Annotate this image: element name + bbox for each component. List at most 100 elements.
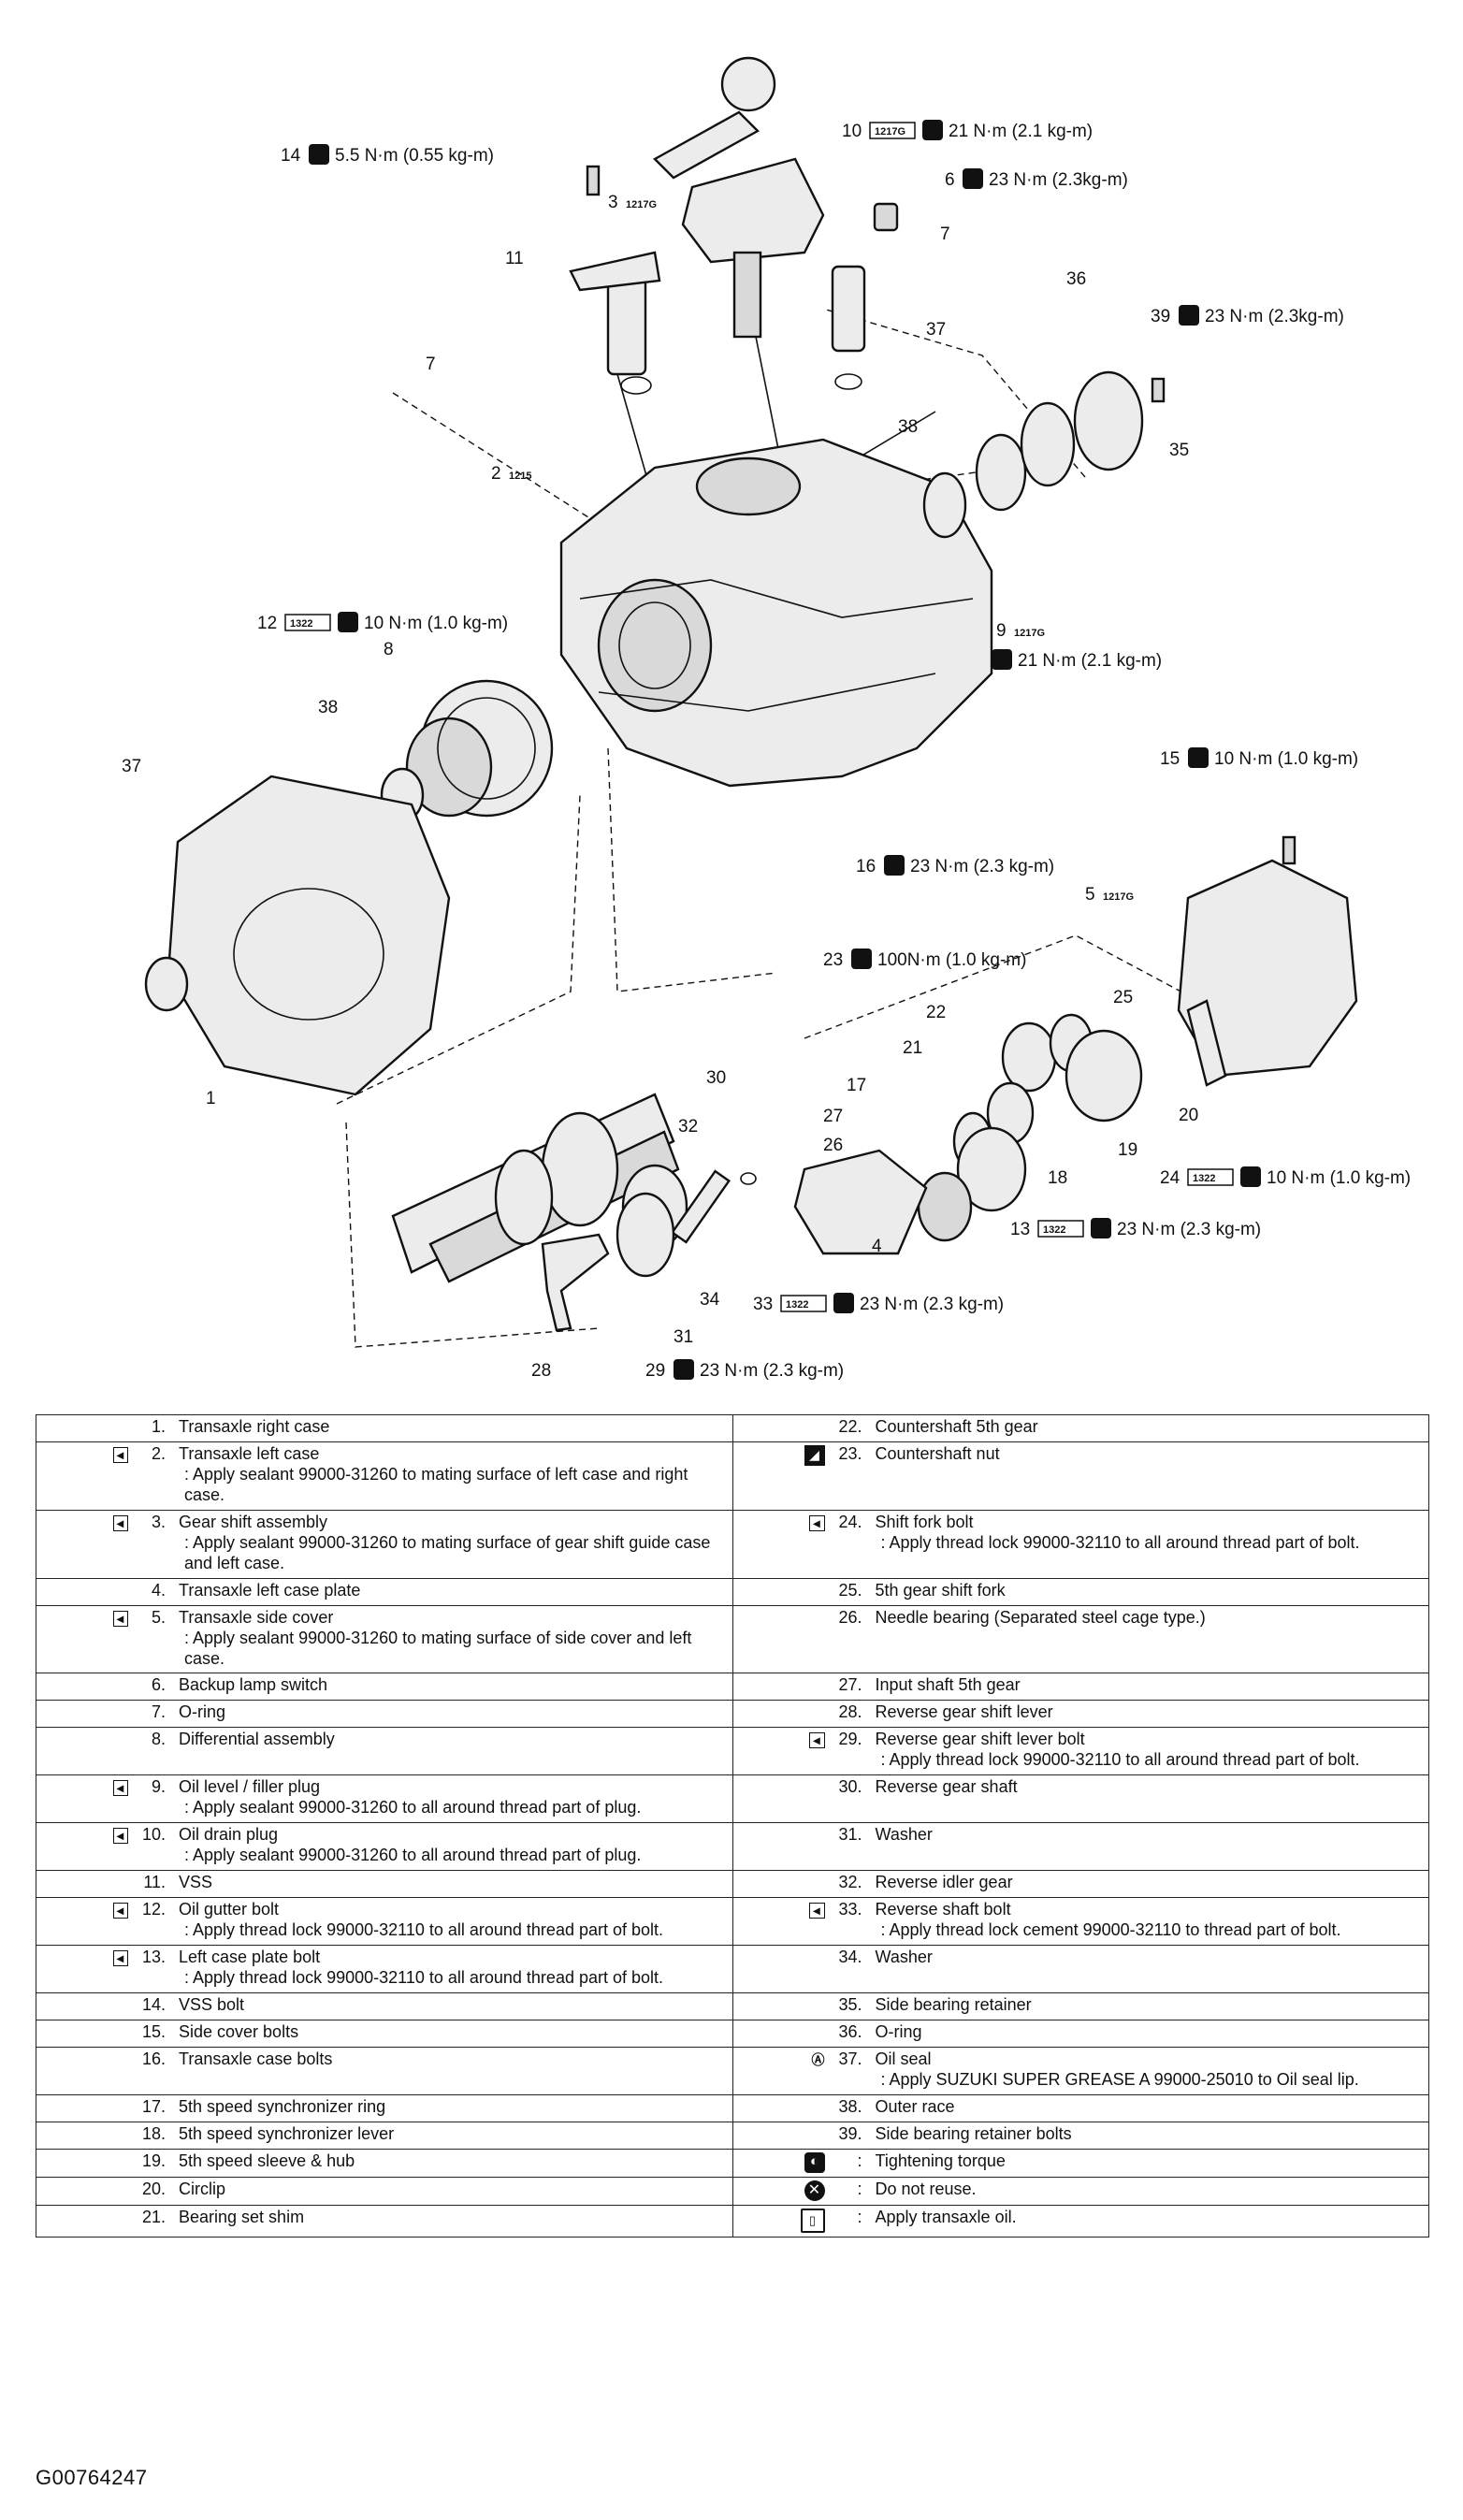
legend-text: Do not reuse.	[876, 2180, 1424, 2200]
legend-text: Circlip	[179, 2180, 727, 2200]
callout-number: 37	[122, 757, 141, 776]
legend-text: 5th speed sleeve & hub	[179, 2151, 727, 2172]
legend-item: 32. Reverse idler gear	[739, 1873, 1424, 1893]
legend-mark	[42, 1675, 128, 1676]
legend-note: : Apply sealant 99000-31260 to all aroun…	[184, 1798, 642, 1818]
sealant-code: 1215	[509, 471, 531, 482]
legend-cell-right: ◐:Tightening torque	[732, 2148, 1429, 2178]
legend-mark	[42, 2097, 128, 2098]
legend-label: Oil seal	[875, 2049, 932, 2068]
legend-mark	[42, 1730, 128, 1731]
legend-mark: ▯	[739, 2208, 825, 2233]
legend-text: 5th speed synchronizer ring	[179, 2097, 727, 2118]
sealant-tube-icon	[112, 1903, 128, 1919]
legend-text: Outer race	[876, 2097, 1424, 2118]
legend-text: Transaxle side cover: Apply sealant 9900…	[179, 1608, 727, 1670]
callout-11: 11	[505, 249, 524, 268]
torque-spec: 21 N·m (2.1 kg-m)	[1018, 651, 1162, 671]
torque-spec: 5.5 N·m (0.55 kg-m)	[335, 146, 494, 166]
legend-label: Reverse idler gear	[875, 1873, 1013, 1892]
legend-cell-left: 11.VSS	[36, 1870, 733, 1899]
legend-number: 30.	[838, 1777, 862, 1797]
legend-item: 5. Transaxle side cover: Apply sealant 99…	[42, 1608, 727, 1670]
legend-item: 7.O-ring	[42, 1702, 727, 1723]
table-row: 5. Transaxle side cover: Apply sealant 99…	[36, 1604, 1429, 1674]
legend-mark	[42, 1825, 128, 1845]
legend-number: 23.	[838, 1443, 862, 1463]
callout-34: 34	[700, 1290, 720, 1310]
differential-assembly	[380, 679, 554, 823]
sealant-tube-icon	[809, 1514, 825, 1531]
callout-number: 31	[674, 1327, 693, 1347]
legend-number: 37.	[838, 2049, 862, 2068]
legend-text: Oil seal: Apply SUZUKI SUPER GREASE A 99…	[876, 2049, 1424, 2091]
legend-cell-left: 5. Transaxle side cover: Apply sealant 99…	[36, 1604, 733, 1674]
legend-label: Outer race	[875, 2096, 955, 2116]
table-row: 2.Transaxle left case: Apply sealant 990…	[36, 1441, 1429, 1511]
torque-spec: 23 N·m (2.3 kg-m)	[700, 1361, 844, 1381]
legend-number: 5.	[151, 1607, 166, 1627]
callout-number: 19	[1118, 1140, 1137, 1160]
legend-item: 22.Countershaft 5th gear	[739, 1417, 1424, 1438]
sealant-tube-icon	[1187, 1168, 1234, 1186]
table-row: 11.VSS 32. Reverse idler gear	[36, 1870, 1429, 1899]
legend-item: 31.Washer	[739, 1825, 1424, 1846]
callout-number: 18	[1048, 1168, 1067, 1188]
callout-number: 27	[823, 1107, 843, 1126]
sealant-code: 1217G	[626, 199, 657, 210]
table-row: 9.Oil level / filler plug: Apply sealant…	[36, 1774, 1429, 1824]
table-row: 3.Gear shift assembly: Apply sealant 990…	[36, 1509, 1429, 1579]
legend-mark	[42, 1581, 128, 1582]
reverse-gear-parts	[541, 1169, 757, 1332]
legend-mark	[739, 1513, 825, 1531]
legend-cell-right: 27.Input shaft 5th gear	[732, 1673, 1429, 1702]
legend-cell-left: 16.Transaxle case bolts	[36, 2046, 733, 2095]
table-row: 19.5th speed sleeve & hub◐:Tightening to…	[36, 2148, 1429, 2178]
sealant-tube-icon	[112, 1780, 128, 1797]
legend-mark	[739, 1873, 825, 1874]
legend-text: Backup lamp switch	[179, 1675, 727, 1696]
callout-29: 29 23 N·m (2.3 kg-m)	[645, 1359, 844, 1381]
legend-number: 32.	[838, 1873, 862, 1892]
legend-item: 13.Left case plate bolt: Apply thread lo…	[42, 1948, 727, 1989]
legend-mark	[42, 1777, 128, 1797]
callout-number: 17	[847, 1076, 866, 1095]
callout-number: 34	[700, 1290, 720, 1310]
legend-label: Transaxle side cover	[179, 1607, 334, 1627]
torque-wrench-icon	[884, 855, 905, 876]
legend-mark	[739, 2124, 825, 2125]
legend-label: Countershaft nut	[875, 1443, 1000, 1463]
legend-number: 18.	[141, 2123, 166, 2143]
legend-mark	[42, 2124, 128, 2125]
callout-31: 31	[674, 1327, 693, 1347]
legend-label: 5th gear shift fork	[875, 1580, 1006, 1600]
legend-label: Differential assembly	[179, 1730, 335, 1749]
legend-label: Side bearing retainer	[875, 1994, 1032, 2014]
sealant-tube-icon	[112, 1949, 128, 1966]
callout-number: 29	[645, 1361, 665, 1381]
legend-number: 29.	[838, 1730, 862, 1749]
legend-mark	[739, 1995, 825, 1996]
legend-cell-right: 30. Reverse gear shaft	[732, 1774, 1429, 1824]
legend-number: 31.	[838, 1825, 862, 1845]
transaxle-left-case	[559, 438, 993, 788]
transaxle-side-cover	[1177, 835, 1358, 1078]
sealant-tube-icon	[1037, 1220, 1084, 1238]
legend-label: VSS bolt	[179, 1994, 245, 2014]
legend-label: 5th speed synchronizer ring	[179, 2096, 386, 2116]
legend-text: Reverse shaft bolt: Apply thread lock ce…	[876, 1900, 1424, 1941]
legend-mark	[739, 1730, 825, 1749]
do-not-reuse-icon: ✕	[804, 2180, 825, 2201]
legend-cell-left: 8.Differential assembly	[36, 1727, 733, 1776]
legend-mark	[739, 1608, 825, 1609]
legend-cell-left: 9.Oil level / filler plug: Apply sealant…	[36, 1774, 733, 1824]
legend-text: Oil gutter bolt: Apply thread lock 99000…	[179, 1900, 727, 1941]
legend-label: Reverse gear shaft	[875, 1777, 1018, 1797]
